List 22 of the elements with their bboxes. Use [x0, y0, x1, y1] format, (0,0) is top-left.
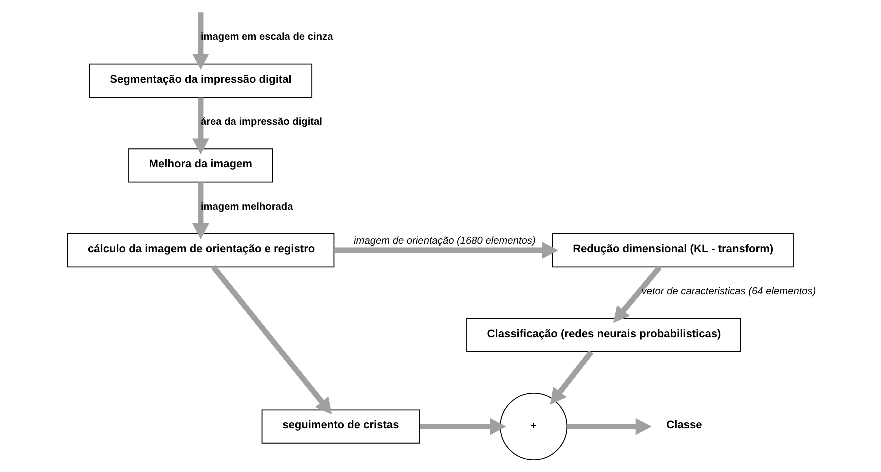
node-box: Redução dimensional (KL - transform) — [552, 234, 794, 268]
arrow — [550, 350, 594, 405]
edge-label: área da impressão digital — [200, 116, 323, 128]
edge-label: imagem melhorada — [200, 202, 294, 213]
arrow — [211, 266, 332, 415]
node-box: Melhora da imagem — [128, 148, 274, 183]
arrow — [192, 12, 210, 70]
arrow — [334, 242, 558, 260]
edge-label: vetor de caracteristicas (64 elementos) — [642, 286, 816, 298]
arrow — [613, 266, 662, 324]
node-box: Segmentação da impressão digital — [89, 64, 313, 98]
node-circle: + — [500, 393, 568, 461]
arrow — [192, 182, 210, 240]
node-box: Classificação (redes neurais probabilisticas) — [466, 318, 742, 352]
edge-label: imagem de orientação (1680 elementos) — [354, 236, 536, 247]
node-text: Classe — [666, 420, 702, 432]
node-box: cálculo da imagem de orientação e registro — [67, 234, 335, 268]
edge-label: imagem em escala de cinza — [200, 32, 334, 44]
node-box: seguimento de cristas — [262, 410, 420, 444]
arrow — [192, 98, 210, 155]
arrow — [567, 418, 652, 436]
arrow — [420, 418, 507, 436]
